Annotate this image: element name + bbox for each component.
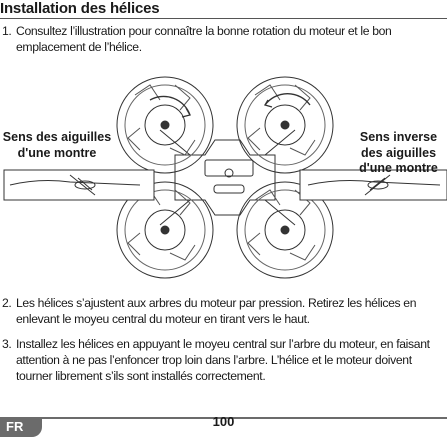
ccw-propeller-detail [299,169,447,201]
propeller-rear-right [236,181,334,279]
page-number: 100 [212,414,235,429]
label-clockwise: Sens des aiguilles d'une montre [2,130,112,160]
step-number: 1. [2,24,12,38]
cw-propeller-detail [3,169,155,201]
step-text: Les hélices s’ajustent aux arbres du mot… [16,296,417,326]
propeller-front-right [236,76,334,174]
heading-rule [0,18,447,19]
footer-rule [0,417,447,419]
language-badge: FR [0,417,42,437]
propeller-front-left [116,76,214,174]
drone-body [159,129,296,226]
propeller-diagram: Sens des aiguilles d'une montre Sens inv… [0,60,447,285]
step-number: 3. [2,337,12,351]
language-code: FR [6,419,24,434]
step-text: Consultez l’illustration pour connaître … [16,24,392,54]
step-text: Installez les hélices en appuyant le moy… [16,337,430,383]
step-number: 2. [2,296,12,310]
drone-illustration [3,76,447,279]
label-counterclockwise: Sens inverse des aiguilles d'une montre [359,130,438,175]
section-heading: Installation des hélices [0,0,160,17]
